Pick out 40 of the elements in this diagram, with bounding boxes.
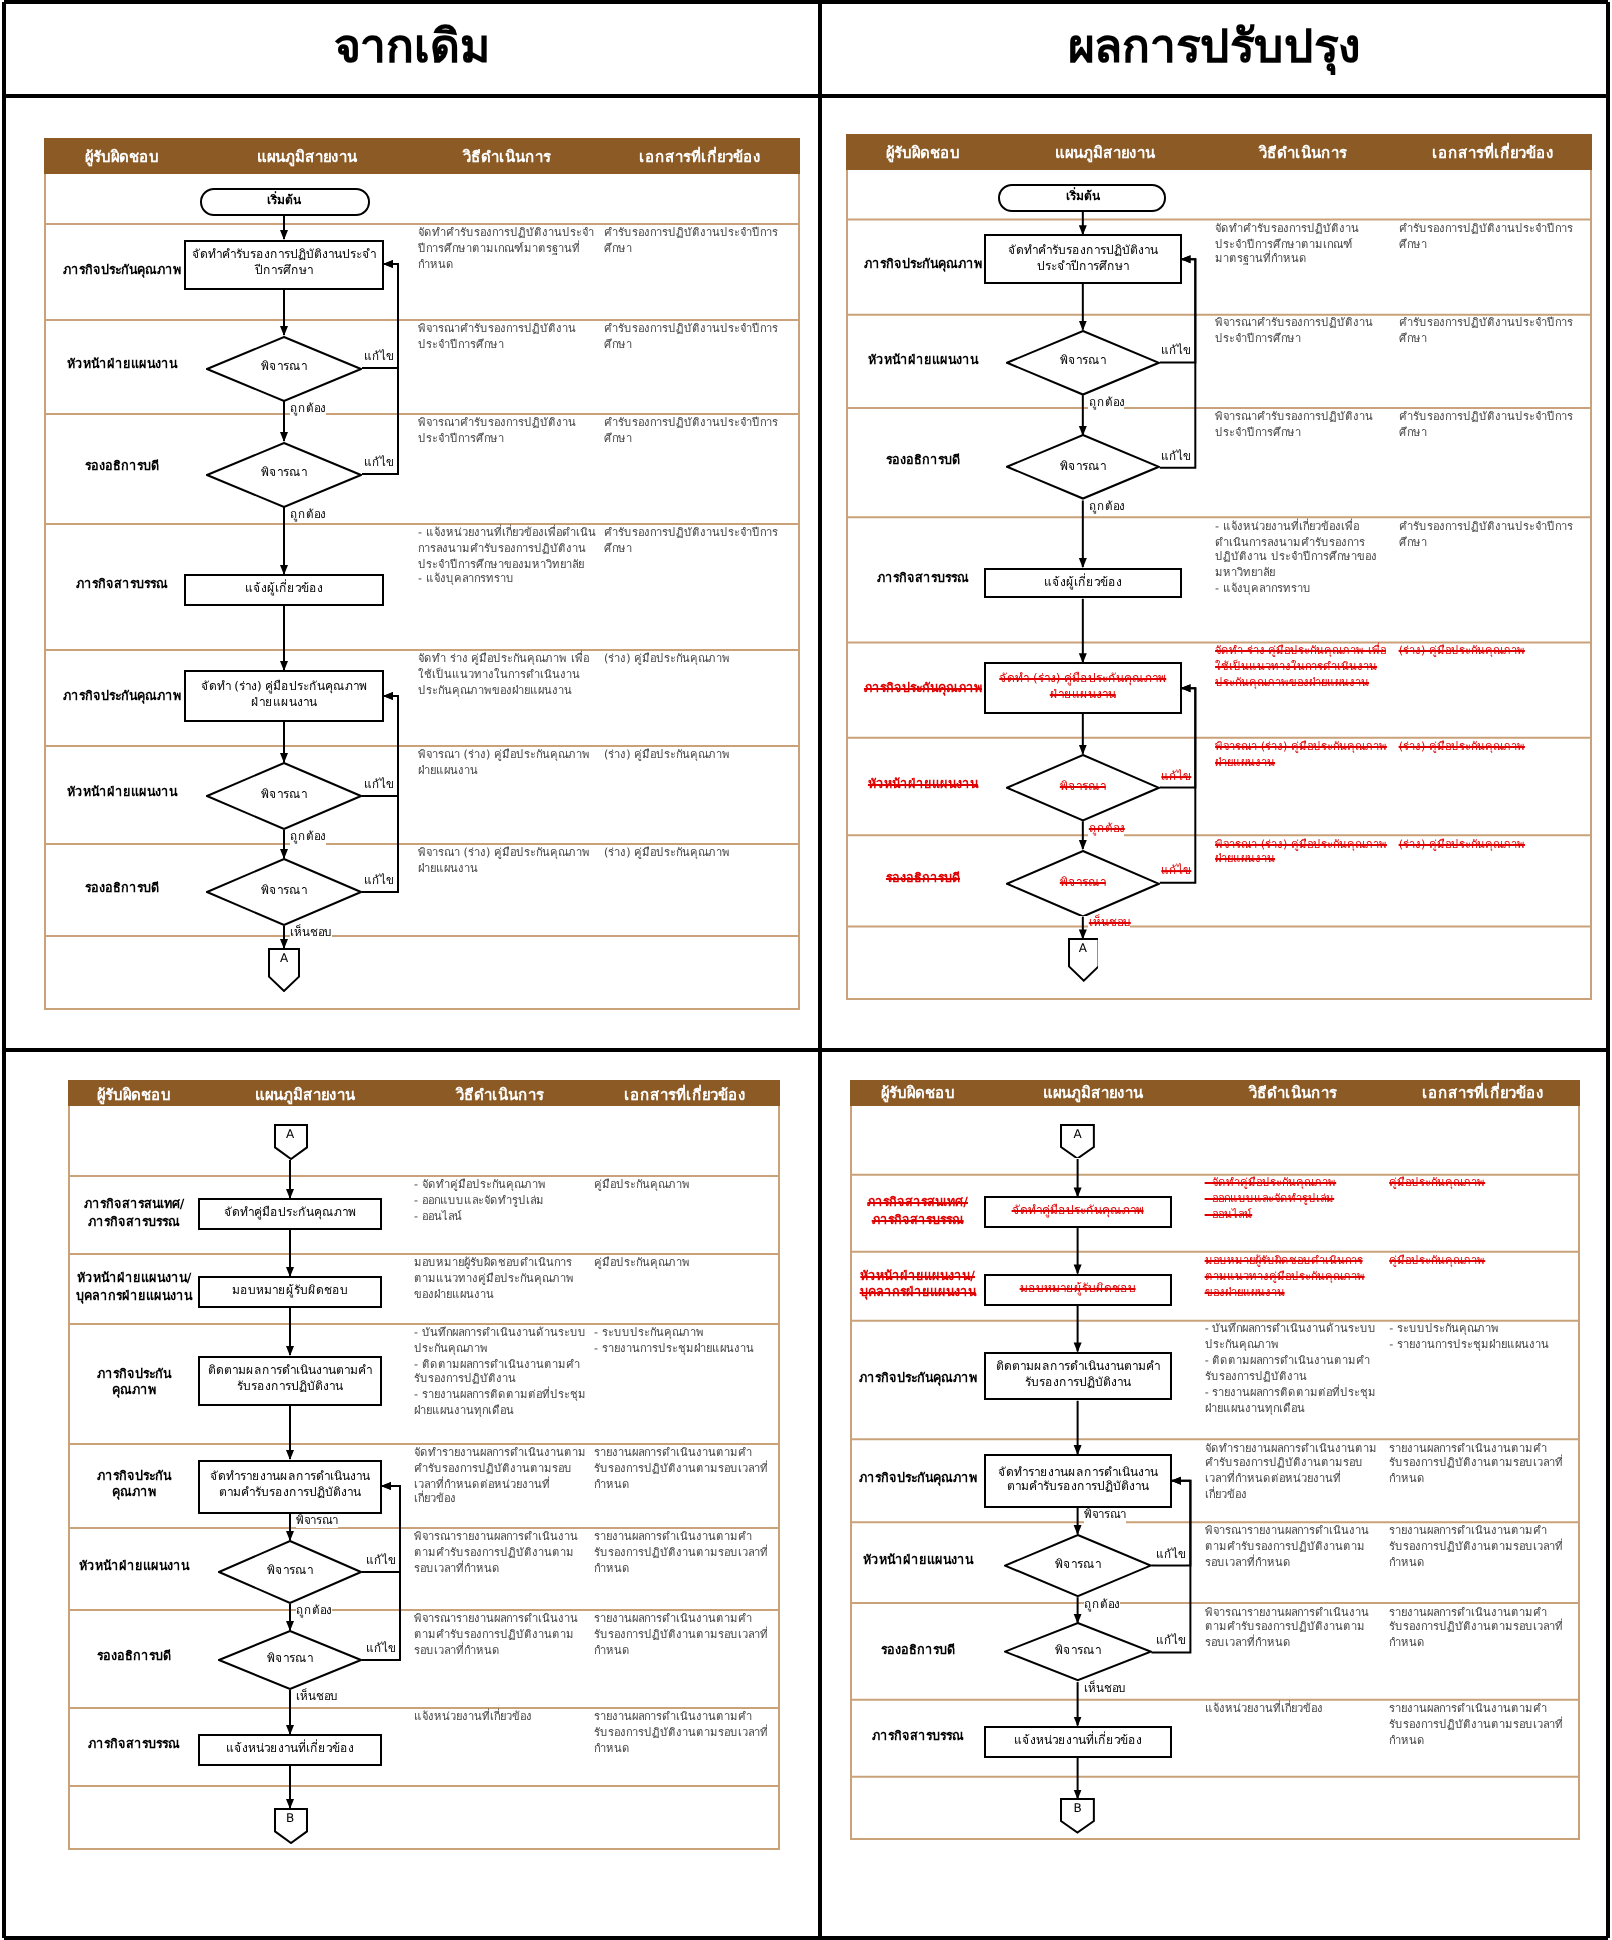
arrow [1078,394,1087,436]
arrow [286,1603,294,1631]
arrow [1073,1756,1082,1800]
arrow [1078,597,1087,664]
arrow [361,692,399,893]
arrow [1073,1227,1082,1275]
arrow [280,605,288,671]
arrow [280,400,288,442]
arrow [1078,820,1087,851]
arrow [1073,1399,1082,1456]
arrow [286,1512,294,1541]
arrow [280,506,288,575]
arrow [1073,1157,1082,1198]
column-heading: ผลการปรับปรุง [1066,20,1362,79]
arrow [361,1482,401,1661]
arrow [1078,915,1087,940]
arrow [361,260,399,475]
arrow [1158,684,1197,884]
arrow [280,215,288,240]
arrow [286,1765,294,1809]
arrow [1158,255,1197,469]
arrow [1073,1304,1082,1353]
arrow [280,925,288,949]
arrow [1073,1681,1082,1727]
arrow [1078,499,1087,568]
column-heading: จากเดิม [332,20,492,78]
arrow [280,829,288,859]
arrow [286,1689,294,1735]
arrow [286,1404,294,1460]
arrow [280,288,288,336]
arrow [1078,210,1087,236]
arrow [286,1229,294,1277]
arrow [1078,282,1087,331]
arrow [286,1159,294,1199]
arrow [280,721,288,763]
arrow [1150,1476,1192,1654]
arrow [1078,713,1087,755]
arrow [286,1307,294,1356]
arrow [1073,1596,1082,1624]
arrow [1073,1506,1082,1536]
